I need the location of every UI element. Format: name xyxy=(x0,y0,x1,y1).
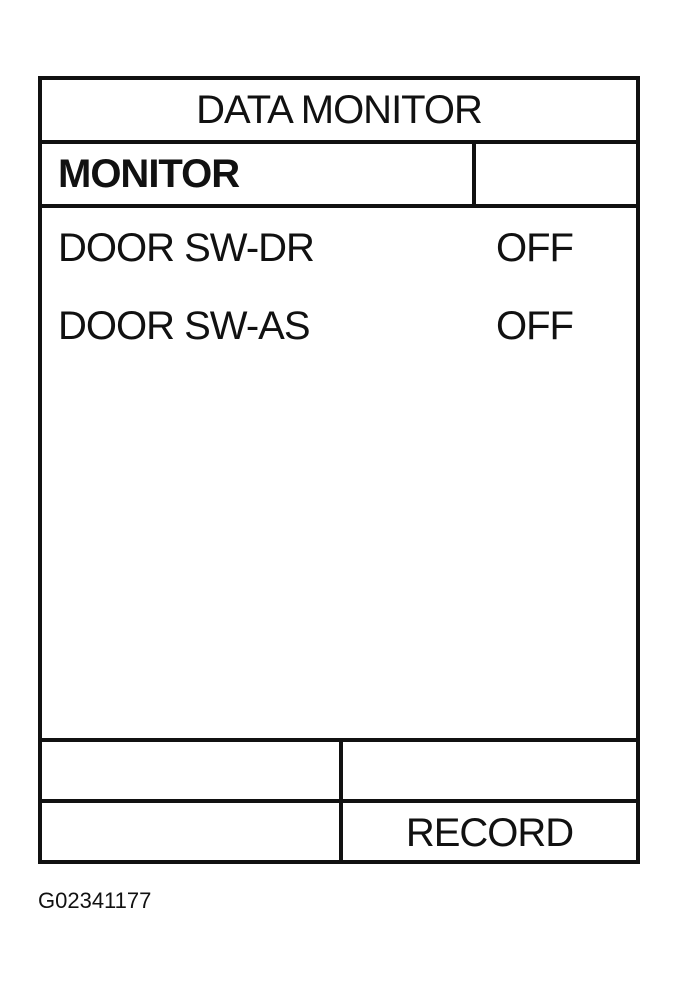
item-value: OFF xyxy=(496,303,574,348)
button-row-upper xyxy=(42,742,636,803)
item-label: DOOR SW-AS xyxy=(58,303,311,348)
record-button[interactable]: RECORD xyxy=(405,811,574,855)
data-row-door-sw-as: DOOR SW-AS OFF xyxy=(42,296,636,356)
blank-soft-button-upper-right[interactable] xyxy=(343,742,636,799)
monitor-header-row: MONITOR xyxy=(42,144,636,208)
monitor-header-blank-cell xyxy=(476,144,636,204)
button-row-lower: RECORD xyxy=(42,803,636,864)
screen-title: DATA MONITOR xyxy=(42,80,636,144)
blank-soft-button-lower-left[interactable] xyxy=(42,803,343,864)
item-value: OFF xyxy=(496,225,574,270)
monitor-data-list: DOOR SW-DR OFF DOOR SW-AS OFF xyxy=(42,208,636,742)
blank-soft-button-upper-left[interactable] xyxy=(42,742,343,799)
data-row-door-sw-dr: DOOR SW-DR OFF xyxy=(42,218,636,278)
figure-code: G02341177 xyxy=(38,888,152,913)
data-monitor-screen: DATA MONITOR MONITOR DOOR SW-DR OFF DOOR… xyxy=(38,76,640,864)
item-label: DOOR SW-DR xyxy=(58,225,315,270)
monitor-header-label: MONITOR xyxy=(42,144,476,204)
